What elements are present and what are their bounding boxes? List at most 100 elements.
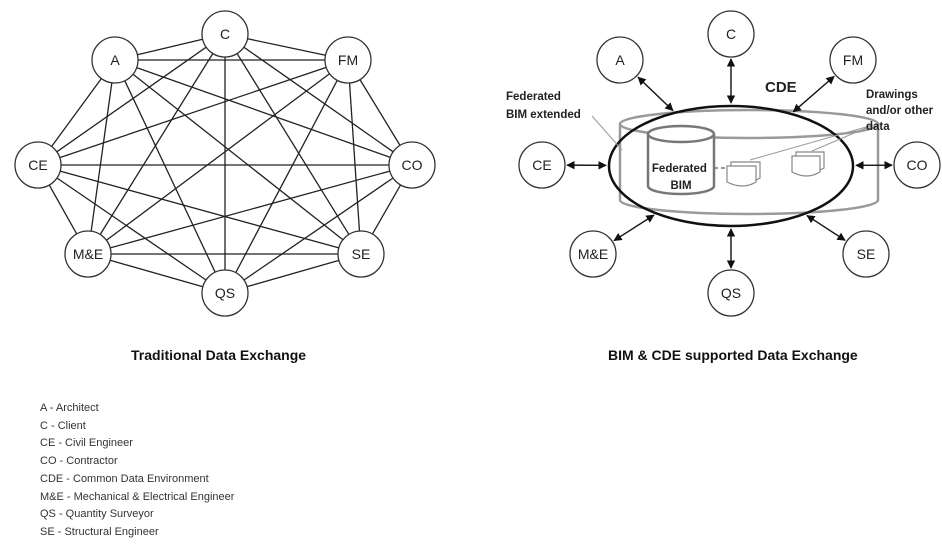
link-c-co	[243, 46, 394, 153]
federated-bim-extended-line-1: Federated	[506, 91, 561, 103]
traditional-diagram-title: Traditional Data Exchange	[131, 347, 307, 363]
cde-node-se: SE	[842, 230, 890, 278]
traditional-node-label: CE	[28, 157, 47, 173]
drawings-line-1: Drawings	[866, 89, 918, 101]
traditional-node-c: C	[201, 10, 249, 58]
link-a-qs	[124, 80, 216, 273]
cde-node-label: C	[726, 26, 736, 42]
legend-item-common-data-environment: CDE - Common Data Environment	[40, 472, 209, 485]
traditional-node-circle	[337, 230, 385, 278]
federated-bim-line-2: BIM	[670, 180, 691, 192]
federated-bim-line-1: Federated	[652, 163, 707, 175]
drawings-label: Drawings and/or other data	[866, 89, 936, 133]
arrow-fm-cde	[792, 75, 835, 113]
traditional-stakeholder-nodes: A C FM CE CO M&E SE QS	[14, 10, 436, 317]
cde-node-circle	[893, 141, 941, 189]
cde-node-fm: FM	[829, 36, 877, 84]
cde-stakeholder-nodes: A C FM CE CO M&E SE QS	[518, 10, 941, 317]
link-fm-se	[348, 82, 361, 232]
link-co-me	[110, 170, 390, 249]
link-co-se	[371, 184, 402, 235]
legend-item-quantity-surveyor: QS - Quantity Surveyor	[40, 508, 154, 521]
link-fm-me	[106, 73, 330, 241]
link-a-me	[90, 82, 113, 232]
link-c-fm	[247, 38, 326, 56]
traditional-node-circle	[201, 10, 249, 58]
federated-bim-extended-line-2: BIM extended	[506, 109, 581, 121]
cde-diagram-title: BIM & CDE supported Data Exchange	[608, 347, 858, 363]
arrow-me-cde	[613, 214, 655, 242]
cde-ellipse	[607, 104, 855, 228]
traditional-node-label: C	[220, 26, 230, 42]
traditional-node-circle	[388, 141, 436, 189]
link-me-qs	[109, 259, 204, 288]
cde-node-circle	[707, 10, 755, 58]
cde-exchange-arrows	[566, 58, 893, 269]
legend-item-structural-engineer: SE - Structural Engineer	[40, 525, 159, 538]
link-c-se	[236, 53, 350, 235]
traditional-node-label: M&E	[73, 246, 103, 262]
traditional-node-label: SE	[352, 246, 371, 262]
link-c-me	[99, 53, 214, 235]
cde-node-ce: CE	[518, 141, 566, 189]
traditional-node-label: A	[110, 52, 120, 68]
traditional-connection-mesh	[48, 38, 402, 288]
link-ce-qs	[56, 177, 207, 281]
link-ce-se	[60, 170, 339, 249]
legend-item-client: C - Client	[40, 419, 86, 432]
traditional-node-circle	[324, 36, 372, 84]
link-se-qs	[246, 259, 340, 288]
cde-node-label: QS	[721, 285, 741, 301]
traditional-node-label: QS	[215, 285, 235, 301]
drawings-line-3: data	[866, 121, 890, 133]
cde-node-a: A	[596, 36, 644, 84]
federated-bim-cylinder	[646, 124, 716, 196]
federated-bim-label: Federated BIM	[652, 163, 710, 192]
arrow-se-cde	[806, 214, 846, 241]
traditional-node-me: M&E	[64, 230, 112, 278]
link-ce-me	[48, 184, 78, 235]
callout-lines	[591, 115, 874, 161]
traditional-node-qs: QS	[201, 269, 249, 317]
cde-node-label: CE	[532, 157, 551, 173]
cde-node-co: CO	[893, 141, 941, 189]
link-a-ce	[51, 78, 102, 147]
traditional-node-co: CO	[388, 141, 436, 189]
federated-bim-extended-label: Federated BIM extended	[506, 91, 581, 121]
traditional-node-se: SE	[337, 230, 385, 278]
traditional-node-label: FM	[338, 52, 358, 68]
drawings-line-2: and/or other	[866, 105, 934, 117]
cde-node-label: SE	[857, 246, 876, 262]
cde-node-circle	[596, 36, 644, 84]
cde-node-circle	[829, 36, 877, 84]
cde-node-label: M&E	[578, 246, 608, 262]
legend-item-contractor: CO - Contractor	[40, 455, 118, 468]
cde-node-circle	[707, 269, 755, 317]
cde-node-label: CO	[907, 157, 928, 173]
cde-node-qs: QS	[707, 269, 755, 317]
cde-label: CDE	[765, 79, 797, 96]
legend-item-mechanical-electrical: M&E - Mechanical & Electrical Engineer	[40, 490, 235, 503]
legend-item-architect: A - Architect	[40, 402, 99, 414]
abbreviation-legend: A - Architect C - Client CE - Civil Engi…	[40, 400, 234, 542]
link-fm-qs	[235, 80, 338, 273]
arrow-a-cde	[637, 76, 674, 112]
traditional-node-ce: CE	[14, 141, 62, 189]
traditional-node-a: A	[91, 36, 139, 84]
link-fm-ce	[59, 66, 327, 159]
link-co-qs	[243, 177, 394, 281]
legend-item-civil-engineer: CE - Civil Engineer	[40, 437, 133, 450]
traditional-node-circle	[201, 269, 249, 317]
link-a-se	[132, 73, 344, 241]
traditional-node-circle	[91, 36, 139, 84]
traditional-node-fm: FM	[324, 36, 372, 84]
drawings-document-icon-1	[726, 161, 761, 187]
cde-node-c: C	[707, 10, 755, 58]
cde-node-me: M&E	[569, 230, 617, 278]
cde-node-circle	[842, 230, 890, 278]
traditional-node-circle	[64, 230, 112, 278]
traditional-node-label: CO	[402, 157, 423, 173]
link-c-ce	[56, 46, 207, 153]
cde-node-circle	[569, 230, 617, 278]
